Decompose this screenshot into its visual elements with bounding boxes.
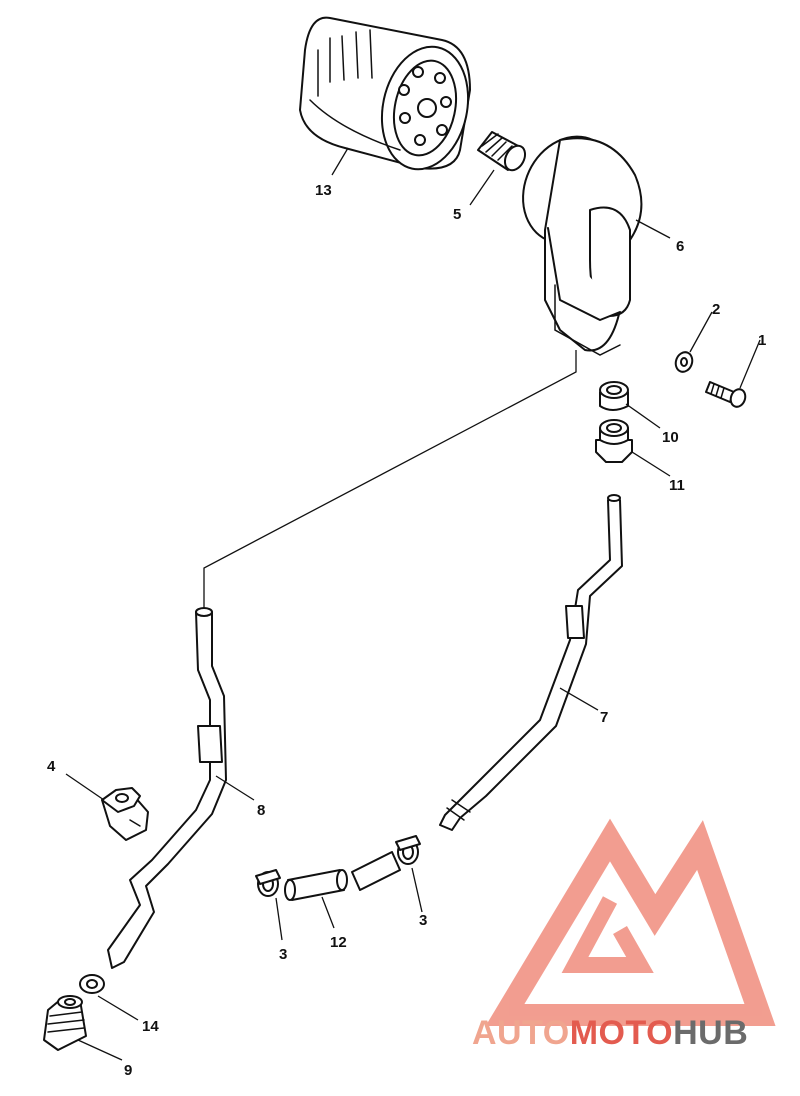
callout-5: 5 (453, 206, 461, 223)
watermark-logo (485, 818, 776, 1026)
callout-3-right: 3 (419, 912, 427, 929)
oil-line-part-8 (107, 607, 227, 969)
hose-part-12 (284, 851, 401, 901)
screw-part-1 (705, 381, 747, 408)
callout-14: 14 (142, 1018, 159, 1035)
callout-10: 10 (662, 429, 679, 446)
callout-labels: 1 2 3 3 4 5 6 7 8 9 10 11 12 13 14 (47, 182, 766, 1079)
callout-7: 7 (600, 709, 608, 726)
washer-part-2 (674, 351, 694, 373)
callout-3-left: 3 (279, 946, 287, 963)
callout-12: 12 (330, 934, 347, 951)
oil-line-part-7 (439, 494, 623, 831)
filter-adapter-part-6 (522, 135, 643, 356)
callout-13: 13 (315, 182, 332, 199)
callout-4: 4 (47, 758, 56, 775)
callout-6: 6 (676, 238, 684, 255)
watermark-auto: AUTO (472, 1014, 570, 1052)
hose-clamp-part-3-left (255, 869, 281, 897)
fitting-part-9 (43, 995, 87, 1051)
watermark-hub: HUB (673, 1014, 748, 1052)
clamp-block-part-4 (101, 787, 149, 841)
hose-clamp-part-3-right (395, 835, 421, 865)
callout-2: 2 (712, 301, 720, 318)
callout-9: 9 (124, 1062, 132, 1079)
leader-lines (65, 147, 761, 1061)
watermark-moto: MOTO (570, 1014, 673, 1052)
oil-filter-part-13 (299, 16, 471, 171)
threaded-nipple-part-5 (477, 131, 527, 172)
washer-part-14 (79, 974, 105, 994)
watermark-text: AUTOMOTOHUB (472, 1014, 748, 1052)
callout-11: 11 (669, 477, 685, 494)
fitting-nut-part-11 (595, 419, 633, 463)
callout-1: 1 (758, 332, 766, 349)
bushing-part-10 (599, 381, 629, 411)
callout-8: 8 (257, 802, 265, 819)
